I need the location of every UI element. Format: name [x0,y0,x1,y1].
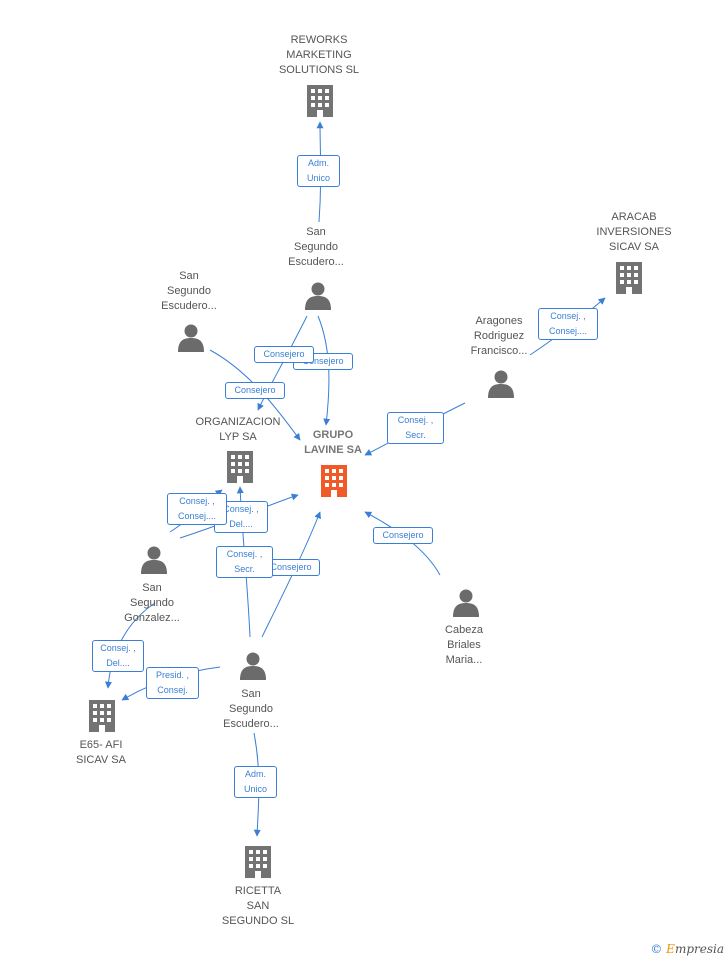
person-icon[interactable] [488,370,514,399]
person-icon[interactable] [141,546,167,575]
person-icon[interactable] [178,324,204,353]
nodes [89,85,642,878]
node-label-p-aragones[interactable]: Aragones Rodriguez Francisco... [470,315,528,357]
building-icon[interactable] [227,451,253,483]
node-label-p-cabeza[interactable]: Cabeza Briales Maria... [445,624,483,666]
edge-label-adm-unico[interactable]: Adm. Unico [234,766,277,798]
person-icon[interactable] [240,652,266,681]
main-company-building-icon[interactable] [321,465,347,497]
node-label-p-gonzalez[interactable]: San Segundo Gonzalez... [124,582,180,624]
node-label-grupo[interactable]: GRUPO LAVINE SA [304,429,362,456]
node-label-e65[interactable]: E65- AFI SICAV SA [76,739,126,766]
node-label-organizacion[interactable]: ORGANIZACION LYP SA [195,416,281,443]
edge-label-consejero[interactable]: Consejero [225,382,285,399]
edge-label-consej-secr[interactable]: Consej. , Secr. [216,546,273,578]
node-label-reworks[interactable]: REWORKS MARKETING SOLUTIONS SL [278,34,360,76]
building-icon[interactable] [89,700,115,732]
building-icon[interactable] [616,262,642,294]
edge-label-consej-consej[interactable]: Consej. , Consej.... [538,308,598,340]
node-label-p-bottom[interactable]: San Segundo Escudero... [223,688,279,730]
edge-label-consej-consej[interactable]: Consej. , Consej.... [167,493,227,525]
edge-label-consej-secr[interactable]: Consej. , Secr. [387,412,444,444]
copyright-notice: © Empresia [650,942,724,956]
edge-label-adm-unico[interactable]: Adm. Unico [297,155,340,187]
brand-logo-initial: E [666,942,675,956]
edges [104,121,606,837]
building-icon[interactable] [245,846,271,878]
edge-p-top-organizacion[interactable] [257,315,308,411]
person-icon[interactable] [305,282,331,311]
node-label-ricetta[interactable]: RICETTA SAN SEGUNDO SL [221,885,295,927]
copyright-symbol: © [650,942,663,956]
edge-label-consej-del[interactable]: Consej. , Del.... [92,640,144,672]
edge-p-top-grupo[interactable] [317,315,331,426]
node-label-aracab[interactable]: ARACAB INVERSIONES SICAV SA [596,211,672,253]
edge-label-presid-consej[interactable]: Presid. , Consej. [146,667,199,699]
node-label-p-top[interactable]: San Segundo Escudero... [288,226,344,268]
building-icon[interactable] [307,85,333,117]
node-label-p-left[interactable]: San Segundo Escudero... [161,270,217,312]
edge-label-consejero[interactable]: Consejero [254,346,314,363]
brand-logo-text: mpresia [674,942,724,956]
edge-label-consejero[interactable]: Consejero [373,527,433,544]
person-icon[interactable] [453,589,479,618]
